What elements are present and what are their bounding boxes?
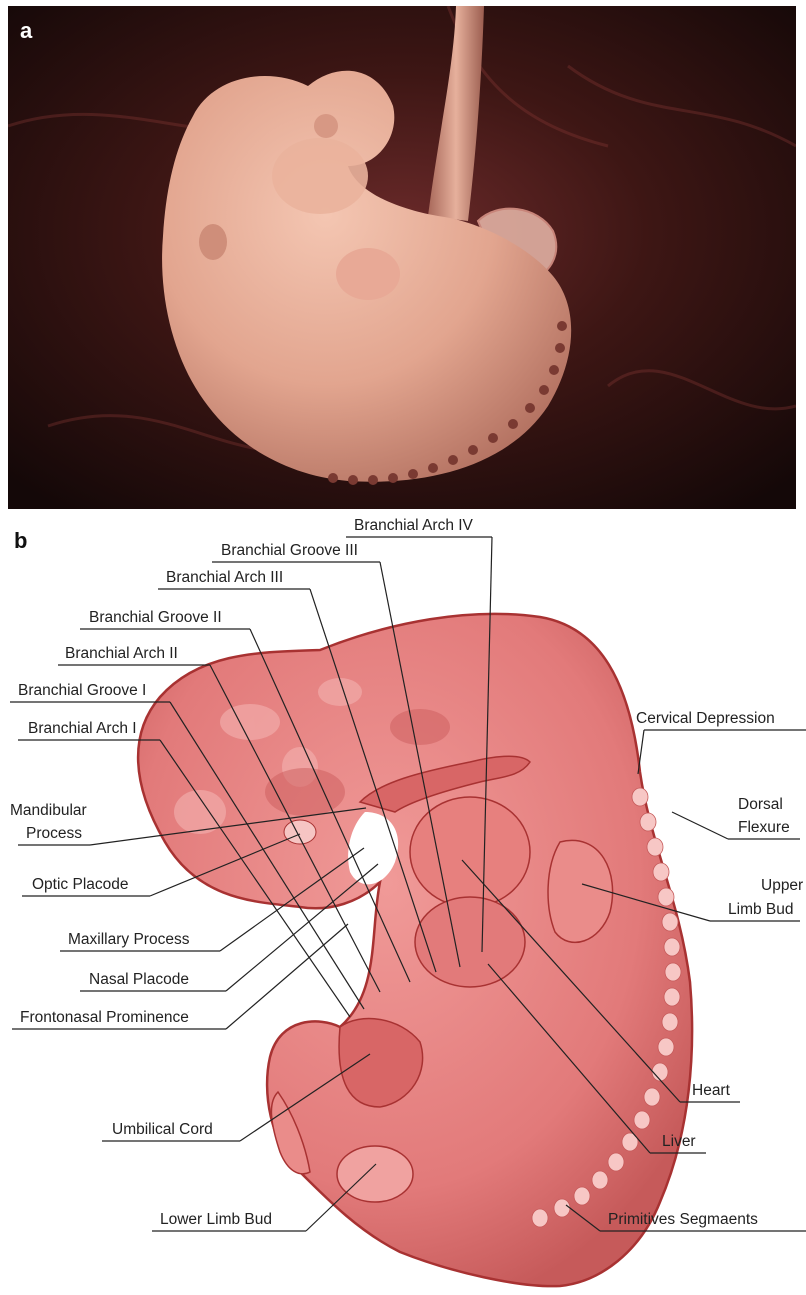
panel-letter-a: a <box>20 18 32 44</box>
label-frontonasal-prominence: Frontonasal Prominence <box>20 1009 189 1026</box>
label-cervical-depression: Cervical Depression <box>636 710 775 727</box>
label-liver: Liver <box>662 1133 696 1150</box>
embryo-diagram: Branchial Arch IV Branchial Groove III B… <box>0 512 806 1290</box>
label-maxillary-process: Maxillary Process <box>68 931 190 948</box>
label-branchial-groove-i: Branchial Groove I <box>18 682 146 699</box>
label-branchial-arch-iii: Branchial Arch III <box>166 569 283 586</box>
label-upper-limb-bud-line2: Limb Bud <box>728 901 793 918</box>
label-upper-limb-bud-line1: Upper <box>761 877 803 894</box>
label-heart: Heart <box>692 1082 731 1099</box>
label-nasal-placode: Nasal Placode <box>89 971 189 988</box>
embryo-render-panel: a <box>8 6 796 509</box>
label-dorsal-flexure-line2: Flexure <box>738 819 790 836</box>
label-branchial-groove-iii: Branchial Groove III <box>221 542 358 559</box>
label-branchial-arch-i: Branchial Arch I <box>28 720 137 737</box>
label-branchial-arch-iv: Branchial Arch IV <box>354 517 474 534</box>
label-primitive-segments: Primitives Segmaents <box>608 1211 758 1228</box>
panel-letter-b: b <box>14 528 27 554</box>
label-mandibular-process-line2: Process <box>26 825 82 842</box>
label-branchial-groove-ii: Branchial Groove II <box>89 609 222 626</box>
label-lower-limb-bud: Lower Limb Bud <box>160 1211 272 1228</box>
embryo-diagram-panel: b <box>0 512 806 1290</box>
label-mandibular-process-line1: Mandibular <box>10 802 87 819</box>
label-umbilical-cord: Umbilical Cord <box>112 1121 213 1138</box>
label-branchial-arch-ii: Branchial Arch II <box>65 645 178 662</box>
label-dorsal-flexure-line1: Dorsal <box>738 796 783 813</box>
embryo-render-image <box>8 6 796 509</box>
label-optic-placode: Optic Placode <box>32 876 129 893</box>
